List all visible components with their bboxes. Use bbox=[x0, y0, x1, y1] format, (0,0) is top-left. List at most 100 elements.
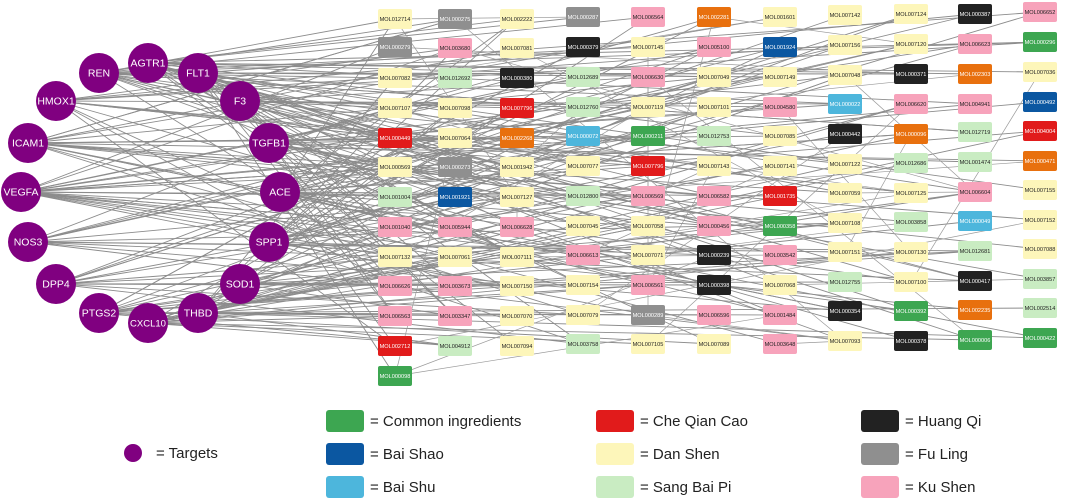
compound-node[interactable]: MOL000358 bbox=[763, 216, 797, 236]
compound-node[interactable]: MOL000072 bbox=[566, 126, 600, 146]
compound-node[interactable]: MOL007141 bbox=[763, 156, 797, 176]
compound-node[interactable]: MOL007061 bbox=[438, 247, 472, 267]
compound-node[interactable]: MOL012692 bbox=[438, 68, 472, 88]
compound-node[interactable]: MOL000379 bbox=[566, 37, 600, 57]
compound-node[interactable]: MOL000456 bbox=[697, 216, 731, 236]
compound-node[interactable]: MOL006564 bbox=[631, 7, 665, 27]
compound-node[interactable]: MOL007120 bbox=[894, 34, 928, 54]
compound-node[interactable]: MOL007085 bbox=[763, 126, 797, 146]
compound-node[interactable]: MOL001474 bbox=[958, 152, 992, 172]
compound-node[interactable]: MOL000492 bbox=[1023, 92, 1057, 112]
target-node[interactable]: CXCL10 bbox=[128, 303, 168, 343]
compound-node[interactable]: MOL004941 bbox=[958, 94, 992, 114]
compound-node[interactable]: MOL007089 bbox=[697, 334, 731, 354]
target-node[interactable]: REN bbox=[79, 53, 119, 93]
compound-node[interactable]: MOL005100 bbox=[697, 37, 731, 57]
compound-node[interactable]: MOL000098 bbox=[378, 366, 412, 386]
compound-node[interactable]: MOL007149 bbox=[763, 67, 797, 87]
compound-node[interactable]: MOL007142 bbox=[828, 5, 862, 25]
compound-node[interactable]: MOL007049 bbox=[697, 67, 731, 87]
compound-node[interactable]: MOL012760 bbox=[566, 97, 600, 117]
compound-node[interactable]: MOL000273 bbox=[438, 157, 472, 177]
compound-node[interactable]: MOL002222 bbox=[500, 9, 534, 29]
compound-node[interactable]: MOL007081 bbox=[500, 38, 534, 58]
target-node[interactable]: VEGFA bbox=[1, 172, 41, 212]
compound-node[interactable]: MOL003680 bbox=[438, 38, 472, 58]
compound-node[interactable]: MOL000022 bbox=[828, 94, 862, 114]
compound-node[interactable]: MOL007145 bbox=[631, 37, 665, 57]
target-node[interactable]: SPP1 bbox=[249, 222, 289, 262]
compound-node[interactable]: MOL003648 bbox=[763, 334, 797, 354]
compound-node[interactable]: MOL002268 bbox=[500, 128, 534, 148]
compound-node[interactable]: MOL000211 bbox=[631, 126, 665, 146]
compound-node[interactable]: MOL006604 bbox=[958, 182, 992, 202]
compound-node[interactable]: MOL006613 bbox=[566, 245, 600, 265]
compound-node[interactable]: MOL007154 bbox=[566, 275, 600, 295]
compound-node[interactable]: MOL000096 bbox=[894, 124, 928, 144]
compound-node[interactable]: MOL001921 bbox=[438, 187, 472, 207]
compound-node[interactable]: MOL007094 bbox=[500, 336, 534, 356]
compound-node[interactable]: MOL007045 bbox=[566, 216, 600, 236]
compound-node[interactable]: MOL007036 bbox=[1023, 62, 1057, 82]
target-node[interactable]: PTGS2 bbox=[79, 293, 119, 333]
compound-node[interactable]: MOL007796 bbox=[500, 98, 534, 118]
compound-node[interactable]: MOL000471 bbox=[1023, 151, 1057, 171]
compound-node[interactable]: MOL003857 bbox=[1023, 269, 1057, 289]
target-node[interactable]: ACE bbox=[260, 172, 300, 212]
compound-node[interactable]: MOL001942 bbox=[500, 157, 534, 177]
target-node[interactable]: SOD1 bbox=[220, 264, 260, 304]
compound-node[interactable]: MOL000049 bbox=[958, 211, 992, 231]
compound-node[interactable]: MOL002281 bbox=[697, 7, 731, 27]
compound-node[interactable]: MOL001004 bbox=[378, 187, 412, 207]
compound-node[interactable]: MOL000275 bbox=[438, 9, 472, 29]
compound-node[interactable]: MOL004912 bbox=[438, 336, 472, 356]
compound-node[interactable]: MOL007111 bbox=[500, 247, 534, 267]
compound-node[interactable]: MOL000296 bbox=[1023, 32, 1057, 52]
compound-node[interactable]: MOL003542 bbox=[763, 245, 797, 265]
compound-node[interactable]: MOL003673 bbox=[438, 276, 472, 296]
target-node[interactable]: FLT1 bbox=[178, 53, 218, 93]
compound-node[interactable]: MOL002514 bbox=[1023, 298, 1057, 318]
target-node[interactable]: ICAM1 bbox=[8, 123, 48, 163]
compound-node[interactable]: MOL007093 bbox=[828, 331, 862, 351]
compound-node[interactable]: MOL007100 bbox=[894, 272, 928, 292]
compound-node[interactable]: MOL007125 bbox=[894, 183, 928, 203]
compound-node[interactable]: MOL000387 bbox=[958, 4, 992, 24]
compound-node[interactable]: MOL002303 bbox=[958, 64, 992, 84]
compound-node[interactable]: MOL000006 bbox=[958, 330, 992, 350]
compound-node[interactable]: MOL007071 bbox=[631, 245, 665, 265]
compound-node[interactable]: MOL000380 bbox=[500, 68, 534, 88]
compound-node[interactable]: MOL007143 bbox=[697, 156, 731, 176]
target-node[interactable]: DPP4 bbox=[36, 264, 76, 304]
compound-node[interactable]: MOL006569 bbox=[631, 186, 665, 206]
compound-node[interactable]: MOL007150 bbox=[500, 276, 534, 296]
compound-node[interactable]: MOL006628 bbox=[500, 217, 534, 237]
compound-node[interactable]: MOL007098 bbox=[438, 98, 472, 118]
target-node[interactable]: F3 bbox=[220, 81, 260, 121]
compound-node[interactable]: MOL000442 bbox=[828, 124, 862, 144]
compound-node[interactable]: MOL007068 bbox=[763, 275, 797, 295]
target-node[interactable]: THBD bbox=[178, 293, 218, 333]
compound-node[interactable]: MOL012719 bbox=[958, 122, 992, 142]
compound-node[interactable]: MOL007796 bbox=[631, 156, 665, 176]
compound-node[interactable]: MOL007122 bbox=[828, 154, 862, 174]
compound-node[interactable]: MOL000378 bbox=[894, 331, 928, 351]
compound-node[interactable]: MOL012800 bbox=[566, 186, 600, 206]
compound-node[interactable]: MOL006582 bbox=[697, 186, 731, 206]
compound-node[interactable]: MOL000569 bbox=[378, 157, 412, 177]
compound-node[interactable]: MOL007130 bbox=[894, 242, 928, 262]
compound-node[interactable]: MOL001924 bbox=[763, 37, 797, 57]
compound-node[interactable]: MOL000289 bbox=[631, 305, 665, 325]
compound-node[interactable]: MOL002712 bbox=[378, 336, 412, 356]
compound-node[interactable]: MOL006561 bbox=[631, 275, 665, 295]
compound-node[interactable]: MOL007107 bbox=[378, 98, 412, 118]
target-node[interactable]: HMOX1 bbox=[36, 81, 76, 121]
compound-node[interactable]: MOL006563 bbox=[378, 306, 412, 326]
compound-node[interactable]: MOL007151 bbox=[828, 242, 862, 262]
compound-node[interactable]: MOL005944 bbox=[438, 217, 472, 237]
compound-node[interactable]: MOL012686 bbox=[894, 153, 928, 173]
compound-node[interactable]: MOL012755 bbox=[828, 272, 862, 292]
compound-node[interactable]: MOL000279 bbox=[378, 37, 412, 57]
compound-node[interactable]: MOL002235 bbox=[958, 300, 992, 320]
compound-node[interactable]: MOL012753 bbox=[697, 126, 731, 146]
